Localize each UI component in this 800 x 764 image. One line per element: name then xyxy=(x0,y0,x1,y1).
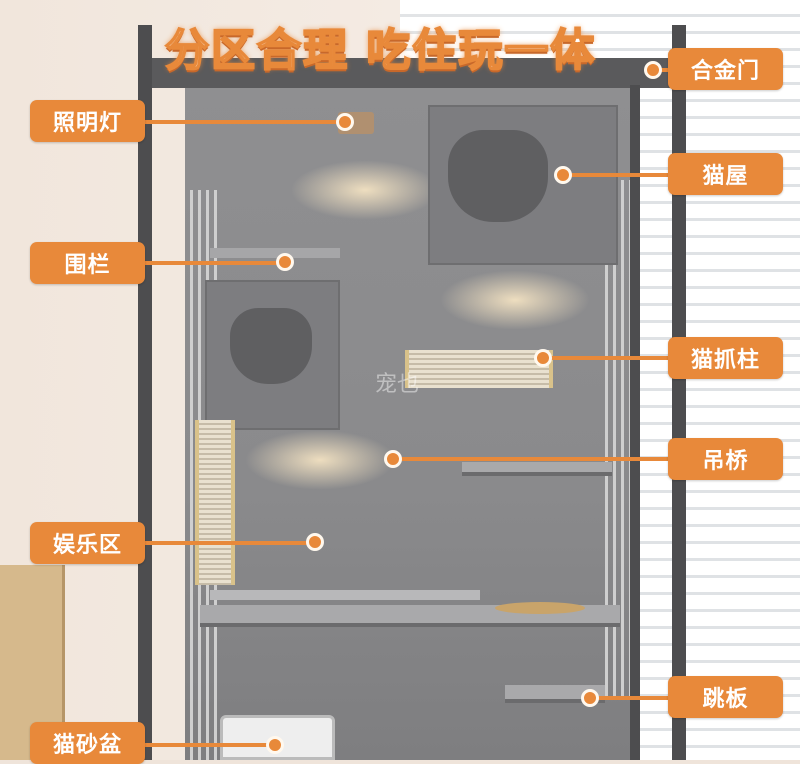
light-glow xyxy=(245,430,395,490)
callout-dot xyxy=(554,166,572,184)
window-shutter-top xyxy=(400,0,600,60)
callout-dot xyxy=(266,736,284,754)
callout-dot xyxy=(306,533,324,551)
callout-dot xyxy=(336,113,354,131)
callout-dot xyxy=(644,61,662,79)
callout-line xyxy=(140,541,315,545)
callout-line xyxy=(543,356,673,360)
callout-springboard: 跳板 xyxy=(668,676,783,718)
callout-litter-box: 猫砂盆 xyxy=(30,722,145,764)
cabinet-right-post xyxy=(672,25,686,760)
light-glow xyxy=(290,160,440,220)
callout-cat-house: 猫屋 xyxy=(668,153,783,195)
headline: 分区合理 吃住玩一体 xyxy=(164,24,597,77)
callout-suspension-bridge: 吊桥 xyxy=(668,438,783,480)
callout-line xyxy=(140,261,285,265)
callout-dot xyxy=(276,253,294,271)
callout-line xyxy=(590,696,673,700)
callout-dot xyxy=(581,689,599,707)
scratching-post-horizontal xyxy=(405,350,553,388)
callout-dot xyxy=(534,349,552,367)
callout-dot xyxy=(384,450,402,468)
callout-play-area: 娱乐区 xyxy=(30,522,145,564)
callout-line xyxy=(563,173,673,177)
food-bowl xyxy=(495,602,585,614)
callout-line xyxy=(140,120,350,124)
scratching-post-vertical xyxy=(195,420,235,585)
fence-rail xyxy=(210,590,480,600)
watermark: 宠也 xyxy=(375,372,420,397)
cabinet-top xyxy=(140,58,690,88)
callout-scratching-post: 猫抓柱 xyxy=(668,337,783,379)
callout-lighting: 照明灯 xyxy=(30,100,145,142)
callout-fence: 围栏 xyxy=(30,242,145,284)
cat-head-opening xyxy=(230,308,312,384)
callout-alloy-door: 合金门 xyxy=(668,48,783,90)
cabinet-left-post xyxy=(138,25,152,760)
springboard-shelf xyxy=(505,685,605,703)
callout-line xyxy=(393,457,673,461)
shelf xyxy=(462,462,612,476)
callout-line xyxy=(653,68,673,72)
light-glow xyxy=(440,270,590,330)
door-frame xyxy=(630,85,640,760)
fence-rail xyxy=(210,248,340,258)
cat-head-opening xyxy=(448,130,548,222)
callout-line xyxy=(140,743,275,747)
